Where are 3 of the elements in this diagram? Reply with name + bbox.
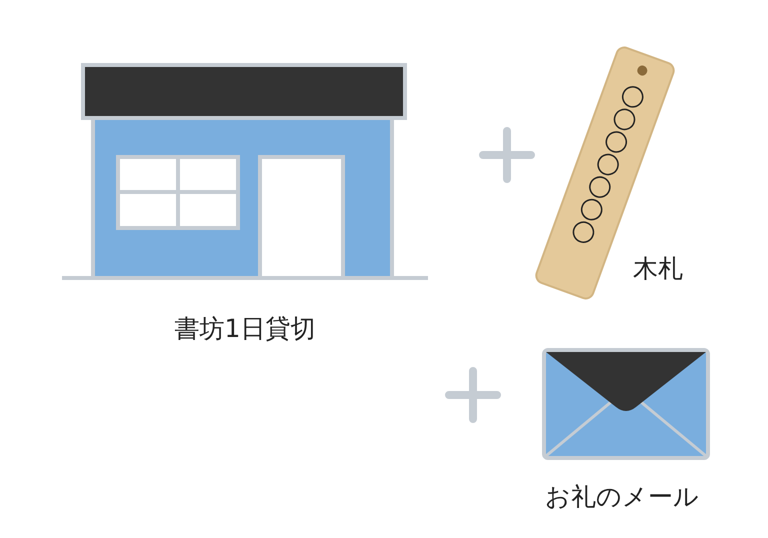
node-label: お礼のメール xyxy=(545,481,699,513)
node-label: 書坊1日貸切 xyxy=(174,313,316,345)
node-label: 木札 xyxy=(633,253,683,285)
